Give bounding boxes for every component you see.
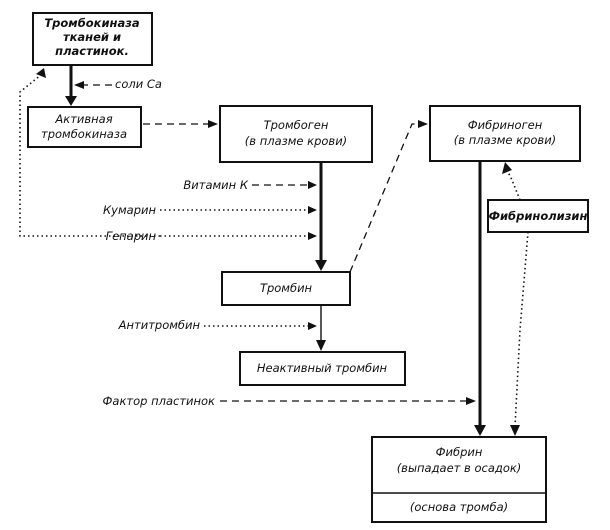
node-fibrinogen-line-1: Фибриноген	[468, 118, 543, 132]
node-fibrin-line-2: (выпадает в осадок)	[397, 461, 522, 475]
edge-vitamin-k	[252, 181, 317, 189]
node-fibrin-footer: (основа тромба)	[410, 500, 508, 514]
edge-thrombogen-to-thrombin	[315, 162, 327, 271]
edge-antithrombin	[204, 322, 317, 330]
label-vitamin-k: Витамин К	[183, 178, 248, 192]
label-platelet-factor: Фактор пластинок	[103, 394, 216, 408]
label-antithrombin: Антитромбин	[118, 318, 201, 332]
node-fibrinogen-line-2: (в плазме крови)	[454, 133, 556, 147]
node-inactive-thrombin: Неактивный тромбин	[239, 351, 406, 386]
edge-platelet-factor	[220, 397, 476, 405]
edge-tissue-to-active-thrombokinase	[65, 65, 77, 106]
node-tissue-thrombokinase-line-1: Тромбокиназа	[44, 16, 140, 30]
edge-heparin-feedback	[19, 68, 160, 237]
node-active-thrombokinase: Активная тромбокиназа	[27, 106, 142, 148]
edge-active-thrombokinase-to-thrombogen	[143, 120, 218, 128]
edge-fibrinolysin-to-fibrin	[510, 231, 529, 436]
edge-fibrinogen-to-fibrin	[474, 161, 486, 436]
node-fibrinolysin: Фибринолизин	[487, 199, 589, 233]
edge-thrombin-to-inactive-thrombin	[316, 305, 326, 351]
edge-coumarin	[160, 206, 317, 214]
node-fibrin: Фибрин (выпадает в осадок) (основа тромб…	[371, 436, 547, 523]
node-fibrinogen: Фибриноген (в плазме крови)	[429, 105, 581, 162]
edge-fibrinolysin-to-fibrinogen	[502, 162, 521, 201]
label-heparin: Гепарин	[106, 229, 157, 243]
edge-thrombin-to-fibrinogen	[349, 120, 428, 273]
edge-heparin	[160, 232, 317, 240]
node-thrombin-label: Тромбин	[260, 281, 313, 295]
node-fibrin-line-1: Фибрин	[436, 445, 483, 459]
node-active-thrombokinase-line-2: тромбокиназа	[41, 127, 127, 141]
node-inactive-thrombin-label: Неактивный тромбин	[257, 361, 388, 375]
node-active-thrombokinase-line-1: Активная	[54, 112, 112, 126]
node-thrombogen: Тромбоген (в плазме крови)	[219, 105, 373, 163]
node-fibrinolysin-label: Фибринолизин	[489, 209, 588, 223]
label-coumarin: Кумарин	[103, 203, 156, 217]
edge-calcium-salts	[74, 81, 112, 89]
node-thrombogen-line-2: (в плазме крови)	[245, 134, 347, 148]
node-thrombogen-line-1: Тромбоген	[264, 118, 329, 132]
node-tissue-thrombokinase: Тромбокиназа тканей и пластинок.	[32, 12, 153, 66]
node-tissue-thrombokinase-line-3: пластинок.	[55, 44, 129, 58]
node-tissue-thrombokinase-line-2: тканей и	[63, 30, 121, 44]
label-calcium-salts: соли Ca	[115, 77, 162, 91]
node-thrombin: Тромбин	[221, 271, 351, 306]
